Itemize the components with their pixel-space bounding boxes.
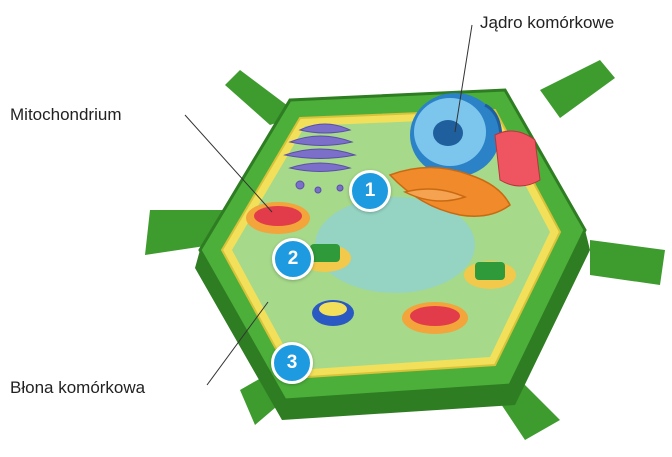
marker-2: 2: [272, 238, 314, 280]
marker-3: 3: [271, 342, 313, 384]
mitochondrium-1: [246, 202, 310, 234]
vesicle: [312, 300, 354, 326]
label-mitochondrium: Mitochondrium: [10, 105, 122, 125]
mitochondrium-2: [402, 302, 468, 334]
label-membrane: Błona komórkowa: [10, 378, 145, 398]
marker-1: 1: [349, 170, 391, 212]
red-organelle: [495, 131, 540, 186]
label-nucleus: Jądro komórkowe: [480, 13, 614, 33]
chloroplast-2: [464, 261, 516, 289]
